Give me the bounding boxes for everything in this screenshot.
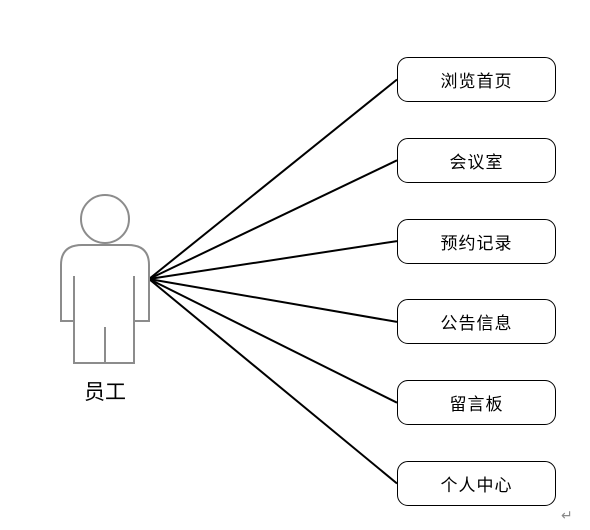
actor-figure-icon <box>60 194 150 364</box>
use-case-message-board[interactable]: 留言板 <box>397 380 556 425</box>
association-line <box>148 278 398 485</box>
association-line <box>148 240 398 280</box>
association-line <box>148 278 398 323</box>
actor-label: 员工 <box>84 380 126 404</box>
actor-head <box>80 194 130 244</box>
use-case-reservation-records[interactable]: 预约记录 <box>397 219 556 264</box>
associations <box>148 78 398 485</box>
association-line <box>148 159 398 280</box>
use-case-personal-center[interactable]: 个人中心 <box>397 461 556 506</box>
association-line <box>148 278 398 404</box>
use-case-browse-homepage[interactable]: 浏览首页 <box>397 57 556 102</box>
use-case-announcements[interactable]: 公告信息 <box>397 299 556 344</box>
association-line <box>148 78 398 280</box>
use-case-meeting-room[interactable]: 会议室 <box>397 138 556 183</box>
actor-body <box>60 244 150 364</box>
paragraph-return-icon: ↵ <box>561 508 573 524</box>
